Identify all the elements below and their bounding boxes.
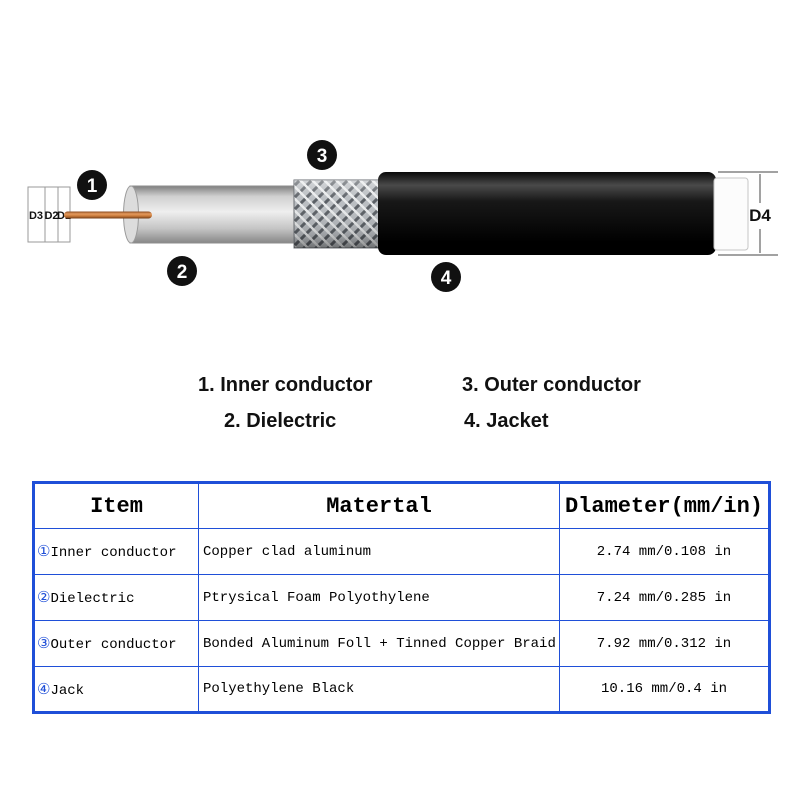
callout-outer-conductor: 3 [307, 140, 337, 170]
table-row: ②Dielectric Ptrysical Foam Polyothylene … [33, 574, 770, 621]
callout-dielectric: 2 [167, 256, 197, 286]
row-number-badge: ② [37, 588, 51, 606]
row-item-label: Inner conductor [50, 545, 177, 561]
item-cell: ④Jack [33, 666, 199, 713]
row-material: Polyethylene Black [198, 666, 560, 713]
row-item-label: Outer conductor [50, 637, 177, 653]
table-row: ③Outer conductor Bonded Aluminum Foll + … [33, 620, 770, 667]
callout-number: 4 [441, 268, 452, 289]
table-row: ①Inner conductor Copper clad aluminum 2.… [33, 528, 770, 575]
row-diameter: 10.16 mm/0.4 in [559, 666, 770, 713]
cable-diagram: D3 D2 D1 D4 1 2 [27, 140, 778, 292]
callout-number: 1 [87, 176, 98, 197]
row-material: Ptrysical Foam Polyothylene [198, 574, 560, 621]
braid-outer-conductor [293, 179, 383, 249]
dielectric-cylinder [129, 185, 303, 244]
legend-outer-conductor: 3. Outer conductor [462, 374, 641, 396]
callout-inner-conductor: 1 [77, 170, 107, 200]
dim-label-d3: D3 [29, 210, 43, 222]
cable-end-cap [713, 177, 749, 251]
item-cell: ③Outer conductor [33, 620, 199, 667]
row-diameter: 7.92 mm/0.312 in [559, 620, 770, 667]
header-item: Item [33, 482, 199, 529]
dim-label-d4: D4 [749, 206, 771, 225]
row-material: Bonded Aluminum Foll + Tinned Copper Bra… [198, 620, 560, 667]
inner-conductor-wire [64, 211, 152, 219]
right-dimension-d4 [718, 171, 778, 256]
row-number-badge: ① [37, 542, 51, 560]
spec-table: Item Matertal Dlameter(mm/in) ①Inner con… [32, 481, 771, 714]
row-number-badge: ④ [37, 679, 51, 698]
header-material: Matertal [198, 482, 560, 529]
item-cell: ②Dielectric [33, 574, 199, 621]
legend-dielectric: 2. Dielectric [224, 410, 337, 432]
row-number-badge: ③ [37, 634, 51, 652]
legend-jacket: 4. Jacket [464, 410, 549, 432]
row-material: Copper clad aluminum [198, 528, 560, 575]
row-item-label: Jack [50, 682, 85, 699]
table-header-row: Item Matertal Dlameter(mm/in) [33, 482, 770, 529]
callout-jacket: 4 [431, 262, 461, 292]
callout-number: 2 [177, 262, 188, 283]
row-diameter: 7.24 mm/0.285 in [559, 574, 770, 621]
dim-label-d2: D2 [44, 210, 58, 222]
row-diameter: 2.74 mm/0.108 in [559, 528, 770, 575]
row-item-label: Dielectric [50, 591, 135, 607]
table-row: ④Jack Polyethylene Black 10.16 mm/0.4 in [33, 666, 770, 713]
header-diameter: Dlameter(mm/in) [559, 482, 770, 529]
item-cell: ①Inner conductor [33, 528, 199, 575]
legend-inner-conductor: 1. Inner conductor [198, 374, 373, 396]
callout-number: 3 [317, 146, 328, 167]
jacket-body [378, 172, 716, 255]
